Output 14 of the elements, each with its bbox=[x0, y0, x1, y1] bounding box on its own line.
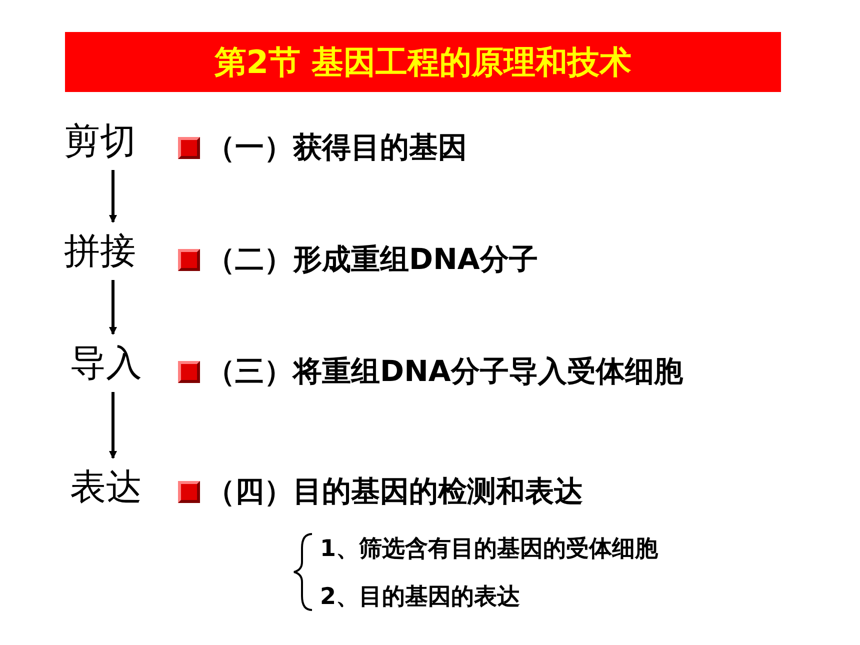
arrow bbox=[109, 170, 117, 223]
section-heading: （三）将重组DNA分子导入受体细胞 bbox=[206, 353, 683, 390]
step-word: 拼接 bbox=[64, 228, 160, 274]
section-heading: （二）形成重组DNA分子 bbox=[206, 241, 538, 278]
section-heading: （四）目的基因的检测和表达 bbox=[206, 473, 583, 510]
step-word: 表达 bbox=[70, 464, 166, 510]
section-heading: （一）获得目的基因 bbox=[206, 129, 467, 166]
title-banner: 第2节 基因工程的原理和技术 bbox=[65, 32, 781, 92]
step-word: 导入 bbox=[70, 340, 166, 386]
arrow bbox=[109, 280, 117, 335]
arrow bbox=[109, 392, 117, 459]
step-word: 剪切 bbox=[64, 118, 160, 164]
sub-item: 2、目的基因的表达 bbox=[320, 583, 520, 612]
sub-item: 1、筛选含有目的基因的受体细胞 bbox=[320, 535, 658, 564]
